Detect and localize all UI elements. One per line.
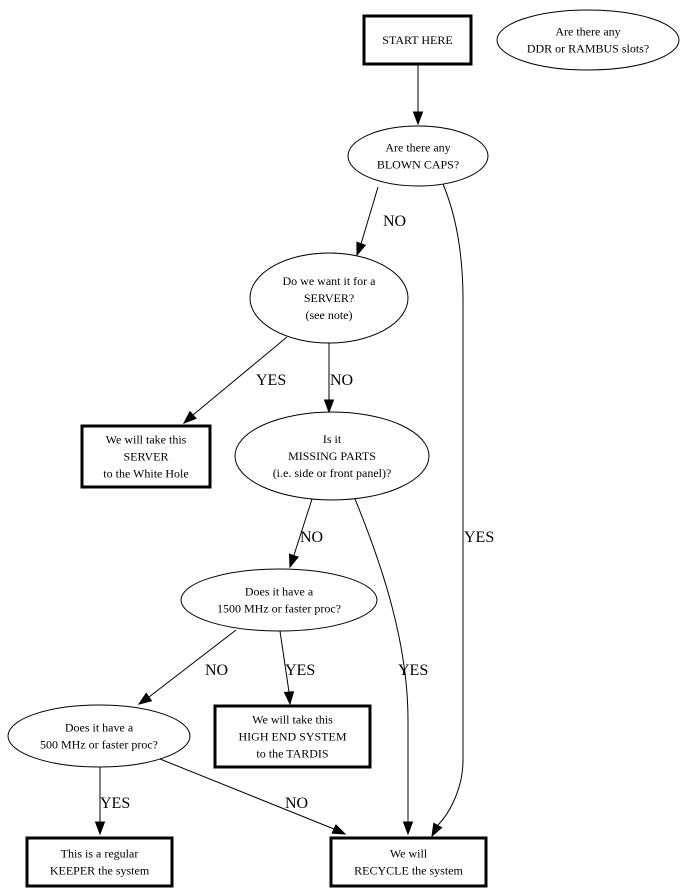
node-text-line: 1500 MHz or faster proc? <box>217 602 341 616</box>
edge-line <box>159 758 335 830</box>
node-mhz500: Does it have a 500 MHz or faster proc? <box>7 704 191 768</box>
node-start: START HERE <box>362 14 473 66</box>
node-box <box>213 704 372 769</box>
edge-labels: NO YES YES NO NO YES NO YES YES NO <box>100 213 494 812</box>
edge-caps-server <box>356 186 379 257</box>
node-mhz1500: Does it have a 1500 MHz or faster proc? <box>180 568 378 632</box>
node-text-line: Do we want it for a <box>283 274 377 288</box>
arrowhead-icon <box>402 821 414 836</box>
node-text-line: Is it <box>323 432 342 446</box>
edge-mhz500-recycle <box>159 758 347 835</box>
edge-missing-recycle <box>354 498 414 836</box>
edge-label-no: NO <box>285 795 308 812</box>
edge-line <box>360 186 379 245</box>
arrowhead-icon <box>182 410 197 424</box>
node-ellipse <box>496 9 680 71</box>
node-text-line: DDR or RAMBUS slots? <box>527 42 649 56</box>
node-ellipse <box>7 704 191 768</box>
node-ellipse <box>180 568 378 632</box>
arrowhead-icon <box>137 692 153 705</box>
node-box <box>80 424 212 489</box>
node-text-line: Are there any <box>555 25 620 39</box>
node-server: Do we want it for a SERVER? (see note) <box>249 252 409 344</box>
edge-label-yes: YES <box>285 662 315 679</box>
node-text-line: SERVER <box>123 450 168 464</box>
node-text-line: This is a regular <box>61 847 139 861</box>
edge-mhz500-keeper <box>94 767 106 836</box>
node-text-line: We will take this <box>252 713 333 727</box>
node-text-line: START HERE <box>382 33 452 47</box>
edge-line <box>354 498 409 822</box>
node-box <box>362 14 473 66</box>
arrowhead-icon <box>356 241 367 257</box>
arrowhead-icon <box>412 111 424 126</box>
edge-caps-recycle <box>431 183 464 838</box>
node-text-line: We will take this <box>106 433 187 447</box>
edge-mhz1500-mhz500 <box>137 629 237 705</box>
edge-server-whitehole <box>182 336 288 424</box>
arrowhead-icon <box>323 399 335 414</box>
arrowhead-icon <box>331 824 347 835</box>
edge-line <box>148 629 237 698</box>
edge-start-caps <box>412 64 424 126</box>
edge-label-yes: YES <box>100 795 130 812</box>
node-text-line: BLOWN CAPS? <box>377 158 459 172</box>
edge-label-no: NO <box>330 372 353 389</box>
edge-line <box>437 183 464 826</box>
edge-line <box>293 498 313 556</box>
node-text-line: (see note) <box>306 308 353 322</box>
node-text-line: Does it have a <box>65 721 134 735</box>
node-text-line: KEEPER the system <box>50 864 150 878</box>
edge-label-yes: YES <box>464 529 494 546</box>
edge-label-yes: YES <box>256 372 286 389</box>
node-text-line: to the TARDIS <box>256 747 328 761</box>
edge-server-missing <box>323 343 335 414</box>
node-box <box>329 836 488 888</box>
node-text-line: SERVER? <box>304 291 354 305</box>
node-ellipse <box>347 125 489 187</box>
node-missing: Is it MISSING PARTS (i.e. side or front pa… <box>234 411 430 501</box>
node-ellipse <box>249 252 409 344</box>
edge-missing-mhz1500 <box>288 498 313 569</box>
edge-label-no: NO <box>383 213 406 230</box>
edge-mhz1500-tardis <box>279 630 295 706</box>
node-box <box>25 836 174 888</box>
edge-label-yes: YES <box>398 662 428 679</box>
edges <box>94 64 464 838</box>
edge-line <box>279 630 290 693</box>
node-text-line: Are there any <box>385 141 450 155</box>
node-ellipse <box>234 411 430 501</box>
arrowhead-icon <box>431 822 443 838</box>
node-text-line: HIGH END SYSTEM <box>239 730 347 744</box>
arrowhead-icon <box>94 821 106 836</box>
node-text-line: 500 MHz or faster proc? <box>40 738 158 752</box>
node-text-line: to the White Hole <box>103 467 188 481</box>
arrowhead-icon <box>288 553 299 569</box>
node-text-line: Does it have a <box>245 585 314 599</box>
edge-label-no: NO <box>300 529 323 546</box>
node-text-line: (i.e. side or front panel)? <box>273 466 392 480</box>
node-text-line: We will <box>390 847 428 861</box>
edge-line <box>192 336 288 416</box>
node-text-line: RECYCLE the system <box>354 864 463 878</box>
edge-label-no: NO <box>205 662 228 679</box>
arrowhead-icon <box>283 691 295 706</box>
node-text-line: MISSING PARTS <box>288 449 376 463</box>
